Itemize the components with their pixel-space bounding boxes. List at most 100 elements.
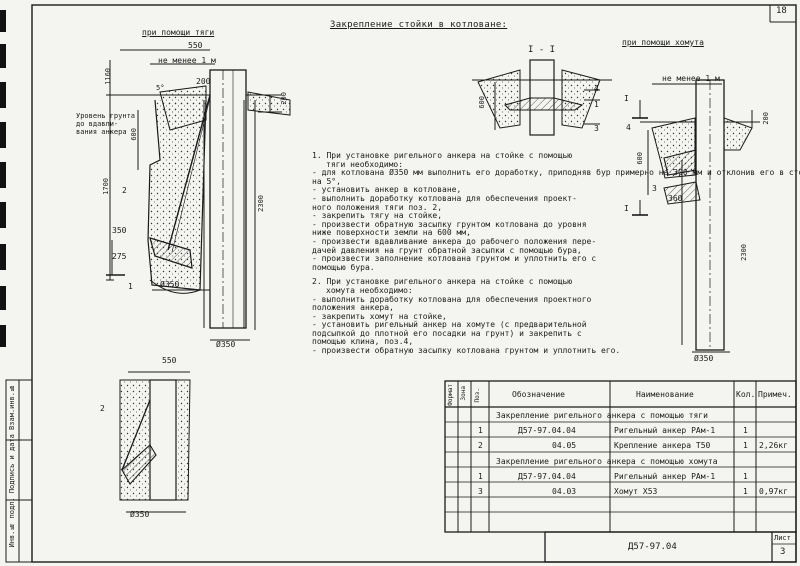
row-name: Ригельный анкер РАм-1 [614, 472, 716, 481]
note-2-line: - закрепить хомут на стойке, [312, 311, 447, 321]
dim-600-left: 600 [130, 128, 138, 141]
section-drawing [472, 59, 612, 136]
row-name: Хомут Х53 [614, 487, 658, 496]
dim-2300-right: 2300 [740, 244, 748, 261]
dia-350-right: Ø350 [694, 354, 714, 363]
section-label-3: 3 [594, 124, 599, 133]
note-1-line: - закрепить тягу на стойке, [312, 211, 443, 221]
row-designation: Д57-97.04.04 [518, 426, 576, 435]
header-designation: Обозначение [512, 390, 565, 399]
ground-level-label: Уровень грунта до вдавли-вания анкера [76, 112, 136, 136]
note-1-line: ниже поверхности земли на 600 мм, [312, 228, 471, 238]
dia-350-bottom: Ø350 [130, 510, 150, 519]
binding-marks [0, 10, 6, 347]
note-2-line: помощью клина, поз.4, [312, 337, 414, 347]
note-1-title: 1. При установке ригельного анкера на ст… [312, 151, 573, 160]
corner-number: 18 [776, 6, 787, 16]
dim-600-right: 600 [636, 152, 644, 165]
bottom-drawing [119, 371, 191, 513]
row-qty: 1 [743, 472, 748, 481]
header-format: Формат [447, 384, 454, 406]
caption-clamp: при помощи хомута [622, 38, 704, 47]
row-pos: 2 [478, 441, 483, 450]
label-pos-4-right: 4 [626, 123, 631, 132]
dim-360: 360 [668, 194, 683, 203]
dim-1160: 1160 [104, 68, 112, 85]
sidebar-frame [5, 379, 33, 563]
label-pos-2-bottom: 2 [100, 404, 105, 413]
row-designation: 04.03 [552, 487, 577, 496]
row-designation: Д57-97.04.04 [518, 472, 576, 481]
section-label-1: 1 [594, 100, 599, 109]
row-qty: 1 [743, 487, 748, 496]
installation-notes: 1. При установке ригельного анкера на ст… [312, 151, 800, 356]
header-zone: Зона [460, 386, 467, 401]
row-designation: 04.05 [552, 441, 577, 450]
section-caption: I - I [528, 45, 556, 55]
label-pos-1: 1 [128, 282, 133, 291]
dim-550-bottom: 550 [162, 356, 177, 365]
right-drawing [632, 79, 760, 353]
note-2-line: - выполнить доработку котлована для обес… [312, 294, 592, 304]
page-title: Закрепление стойки в котловане: [330, 20, 508, 30]
sidebar-stamp-text: Инв.№ подл. Подпись и дата Взам.инв.№ [8, 384, 16, 548]
note-1-line: - произвести вдавливание анкера до рабоч… [312, 236, 597, 246]
row-pos: 1 [478, 426, 483, 435]
row-qty: 1 [743, 441, 748, 450]
note-2-title: 2. При установке ригельного анкера на ст… [312, 277, 573, 287]
label-I-top: I [624, 94, 629, 103]
note-1-line: дачей давления на грунт обратной засыпки… [312, 245, 582, 255]
left-drawing [106, 49, 291, 341]
dim-550: 550 [188, 41, 203, 50]
note-1-line: - для котлована Ø350 мм выполнить его до… [312, 168, 800, 178]
note-1-line: - установить анкер в котловане, [312, 185, 462, 195]
note-2-line: - установить ригельный анкер на хомуте (… [312, 320, 587, 330]
dim-1700: 1700 [102, 178, 110, 195]
header-name: Наименование [636, 390, 694, 399]
caption-tie-rod: при помощи тяги [142, 28, 215, 37]
dim-200a: 200 [196, 77, 211, 86]
note-2-line: подсыпкой до плотной его посадки на грун… [312, 328, 582, 338]
dia-350-pit: Ø350 [160, 280, 180, 289]
sheet-frame [31, 4, 797, 563]
dim-600-section: 600 [478, 96, 486, 109]
note-1-line: ного положения тяги поз. 2, [312, 202, 443, 212]
note-1-line: - выполнить доработку котлована для обес… [312, 193, 577, 203]
label-pos-2: 2 [122, 186, 127, 195]
angle-5: 5° [156, 84, 165, 92]
header-pos: Поз. [474, 388, 481, 403]
group-tie-rod: Закрепление ригельного анкера с помощью … [496, 411, 708, 420]
note-2-line: положения анкера, [312, 303, 394, 313]
note-1-line: - произвести заполнение котлована грунто… [312, 254, 597, 264]
note-1-line: - произвести обратную засыпку грунтом ко… [312, 219, 587, 229]
row-name: Крепление анкера Т50 [614, 441, 711, 450]
group-clamp: Закрепление ригельного анкера с помощью … [496, 457, 718, 466]
note-1-line: на 5°, [312, 176, 341, 186]
row-pos: 3 [478, 487, 483, 496]
label-pos-3-right: 3 [652, 184, 657, 193]
row-pos: 1 [478, 472, 483, 481]
row-note: 2,26кг [759, 441, 788, 450]
row-note: 0,97кг [759, 487, 788, 496]
header-qty: Кол. [736, 390, 756, 399]
header-note: Примеч. [758, 390, 792, 399]
dim-2300-left: 2300 [257, 195, 265, 212]
label-I-bottom: I [624, 204, 629, 213]
dim-200-right: 200 [762, 112, 770, 125]
dia-350-pole: Ø350 [216, 340, 236, 349]
sheet-number: 3 [780, 547, 786, 557]
row-qty: 1 [743, 426, 748, 435]
note-2-line: - произвести обратную засыпку котлована … [312, 346, 621, 356]
dim-275: 275 [112, 252, 127, 261]
row-name: Ригельный анкер РАм-1 [614, 426, 716, 435]
dim-min-1m: не менее 1 м [158, 56, 216, 65]
section-label-4: 4 [594, 84, 599, 93]
sheet-label: Лист [774, 534, 791, 542]
document-code: Д57-97.04 [628, 542, 677, 552]
note-1-title-cont: тяги необходимо: [326, 159, 404, 169]
spec-table-grid [444, 380, 797, 563]
note-1-line: помощью бура. [312, 262, 375, 272]
note-2-title-cont: хомута необходимо: [326, 285, 413, 295]
